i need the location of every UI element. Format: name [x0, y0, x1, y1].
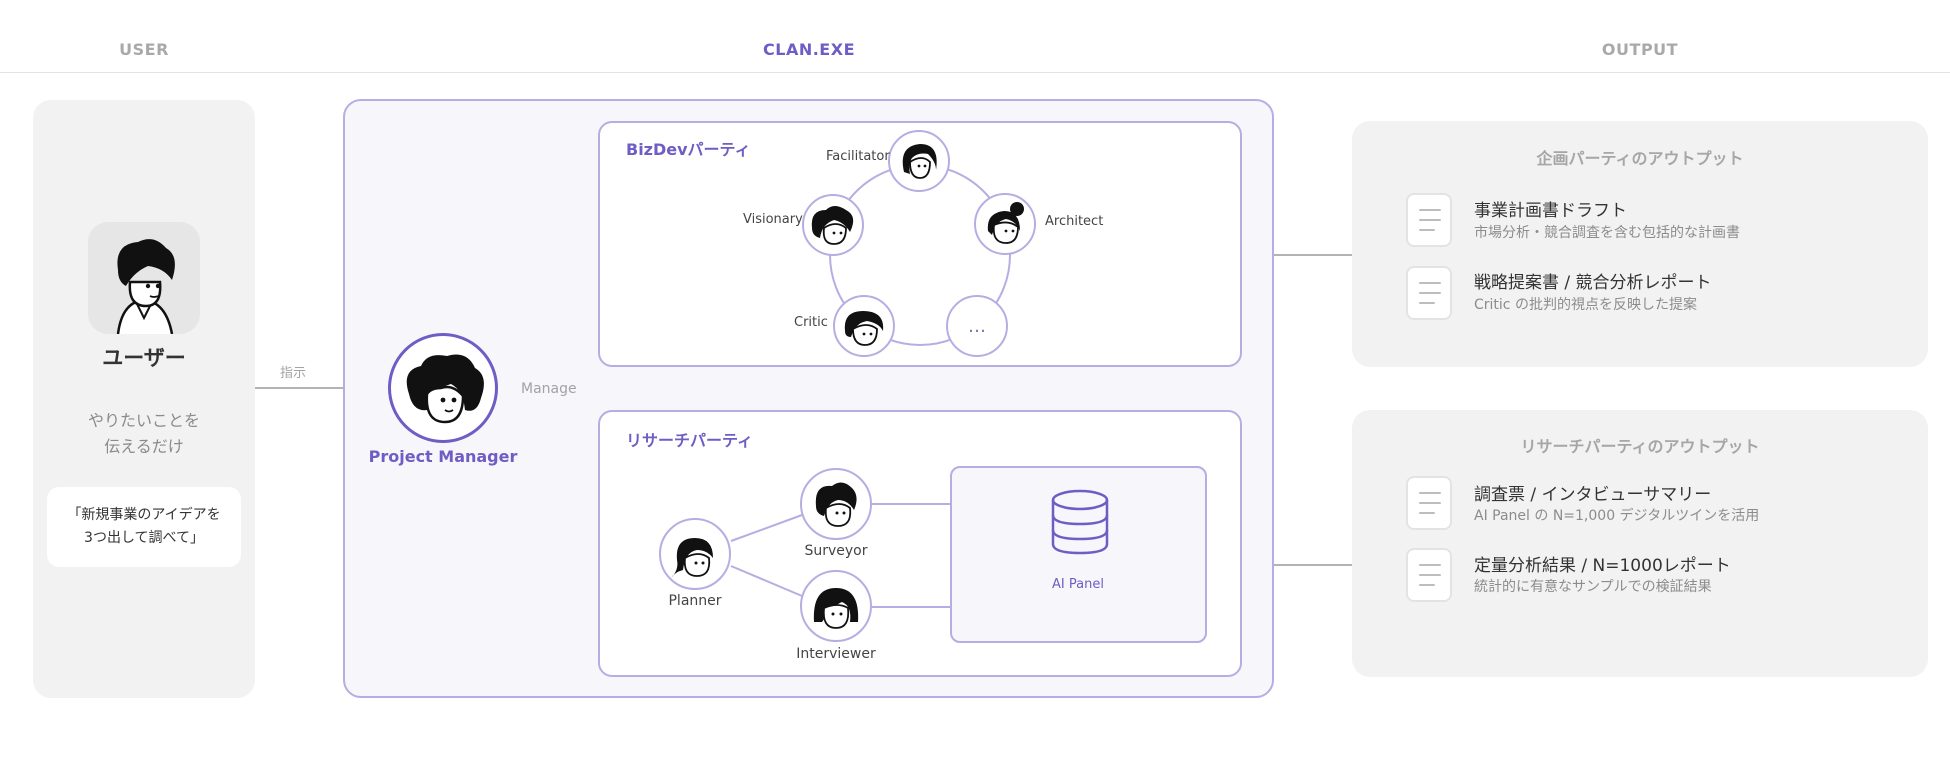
planner-to-interviewer-edge: [730, 565, 803, 597]
document-icon: [1406, 476, 1452, 530]
output-item-subtitle: 市場分析・競合調査を含む包括的な計画書: [1474, 225, 1740, 241]
output-item-title: 事業計画書ドラフト: [1474, 201, 1627, 221]
visionary-agent: [802, 194, 864, 256]
user-desc-line-2: 伝えるだけ: [104, 437, 184, 456]
research-output-title: リサーチパーティのアウトプット: [1520, 437, 1760, 456]
surveyor-face-icon: [815, 482, 857, 527]
user-request-line-2: 3つ出して調べて」: [84, 530, 204, 546]
ai-panel-box: [950, 466, 1207, 643]
user-panel: [33, 100, 255, 698]
user-request-card: 「新規事業のアイデアを 3つ出して調べて」: [47, 487, 241, 567]
output-item-title: 定量分析結果 / N=1000レポート: [1474, 556, 1731, 576]
planner-label: Planner: [668, 593, 722, 609]
more-agents-node: …: [946, 295, 1008, 357]
user-face-icon: [116, 239, 175, 334]
interviewer-agent: [800, 570, 872, 642]
ai-panel-label: AI Panel: [1052, 577, 1104, 592]
header-divider: [0, 72, 1950, 73]
user-avatar: [88, 222, 200, 334]
project-manager-face-icon: [406, 354, 484, 424]
document-icon: [1406, 548, 1452, 602]
critic-agent: [833, 295, 895, 357]
database-icon: [1051, 489, 1109, 555]
column-header-output: OUTPUT: [1601, 40, 1679, 59]
visionary-face-icon: [811, 206, 854, 245]
research-party-title: リサーチパーティ: [626, 431, 754, 450]
output-item-title: 戦略提案書 / 競合分析レポート: [1474, 273, 1712, 293]
architect-label: Architect: [1045, 214, 1104, 229]
architect-agent: [974, 193, 1036, 255]
surveyor-label: Surveyor: [804, 543, 868, 559]
research-output-panel: [1352, 410, 1928, 677]
user-request-line-1: 「新規事業のアイデアを: [67, 507, 221, 523]
user-title: ユーザー: [102, 346, 186, 370]
document-icon: [1406, 193, 1452, 247]
interviewer-face-icon: [813, 588, 859, 629]
bizdev-output-title: 企画パーティのアウトプット: [1536, 149, 1744, 168]
user-desc-line-1: やりたいことを: [87, 411, 201, 430]
planner-to-surveyor-edge: [730, 514, 803, 542]
user-description: やりたいことを 伝えるだけ: [88, 408, 200, 460]
instruction-edge-label: 指示: [280, 366, 307, 381]
output-item-subtitle: AI Panel の N=1,000 デジタルツインを活用: [1474, 508, 1760, 524]
planner-agent: [659, 518, 731, 590]
column-header-user: USER: [119, 40, 169, 59]
interviewer-label: Interviewer: [796, 646, 876, 662]
column-header-clan: CLAN.EXE: [763, 40, 855, 59]
manage-edge-label: Manage: [521, 381, 577, 397]
document-icon: [1406, 266, 1452, 320]
visionary-label: Visionary: [743, 212, 803, 227]
facilitator-face-icon: [902, 144, 937, 179]
surveyor-agent: [800, 468, 872, 540]
facilitator-agent: [888, 130, 950, 192]
critic-label: Critic: [794, 315, 828, 330]
critic-face-icon: [844, 311, 884, 346]
planner-face-icon: [671, 538, 713, 578]
output-item-subtitle: Critic の批判的視点を反映した提案: [1474, 297, 1697, 313]
project-manager-label: Project Manager: [368, 447, 518, 466]
facilitator-label: Facilitator: [826, 149, 890, 164]
bizdev-party-title: BizDevパーティ: [626, 140, 751, 159]
project-manager-node: [388, 333, 498, 443]
output-item-title: 調査票 / インタビューサマリー: [1474, 485, 1712, 505]
output-item-subtitle: 統計的に有意なサンプルでの検証結果: [1474, 579, 1712, 595]
architect-face-icon: [987, 202, 1024, 244]
